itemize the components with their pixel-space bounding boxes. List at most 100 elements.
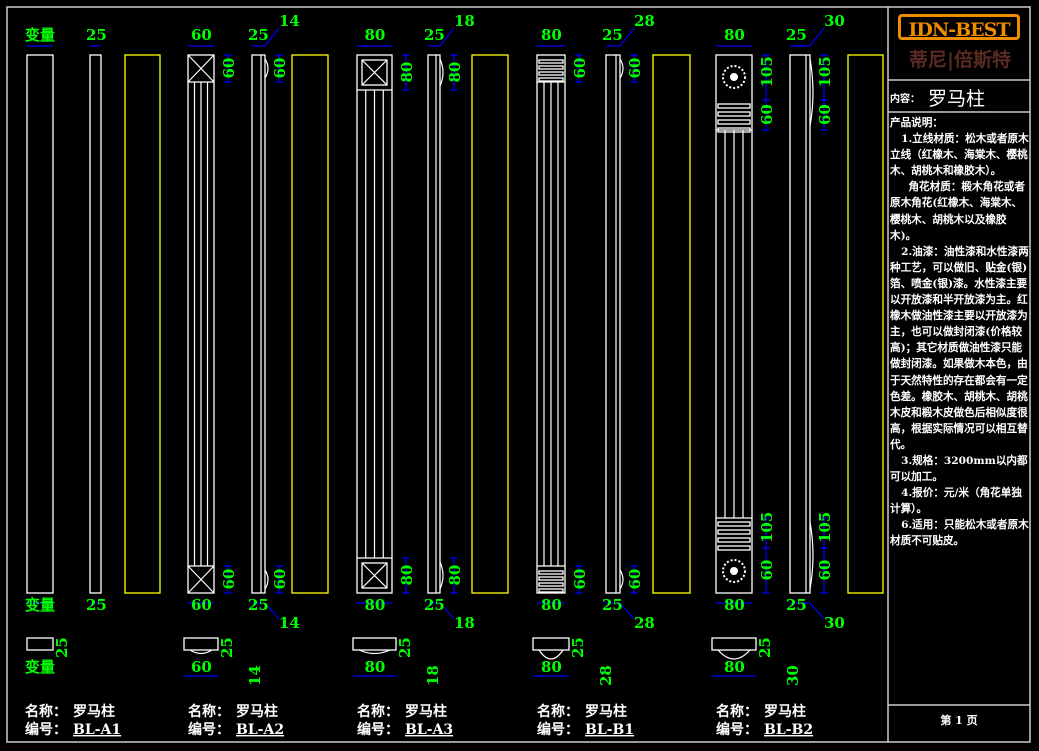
brand-logo: IDN-BEST xyxy=(898,14,1020,41)
front-elevation xyxy=(187,54,215,594)
width-dimension: 变量 xyxy=(25,596,55,614)
band-molding xyxy=(538,71,564,76)
column-bl-a3[interactable] xyxy=(352,27,509,677)
base-height-dimension: 60 xyxy=(626,569,644,590)
description-item: 3.规格：3200mm以内都可以加工。 xyxy=(890,454,1028,484)
content-row: 内容： 罗马柱 xyxy=(890,82,1028,112)
band-molding xyxy=(717,529,751,535)
name-label: 名称： xyxy=(537,703,579,720)
x-mark xyxy=(187,565,215,594)
description-item: 1.立线材质：松木或者原木立线（红橡木、海棠木、樱桃木、胡桃木和橡胶木）。 xyxy=(890,133,1029,178)
product-name: 罗马柱 xyxy=(764,703,806,720)
projection-dimension: 14 xyxy=(279,12,300,30)
leader-line xyxy=(809,602,825,620)
projection-dimension: 18 xyxy=(454,12,475,30)
rosette-icon xyxy=(722,559,746,583)
depth-dimension: 25 xyxy=(602,596,623,614)
leader-line xyxy=(264,27,280,47)
section-projection-dimension: 28 xyxy=(597,665,615,686)
side-elevation xyxy=(89,54,102,594)
band-molding xyxy=(538,570,564,575)
section-depth-dimension: 25 xyxy=(756,637,774,658)
width-dimension: 80 xyxy=(724,26,745,44)
product-name: 罗马柱 xyxy=(73,703,115,720)
x-mark xyxy=(187,54,215,83)
panel-elevation xyxy=(847,54,884,594)
band-molding xyxy=(717,537,751,543)
section-projection-dimension: 30 xyxy=(784,665,802,686)
section-profile xyxy=(532,637,570,651)
band-molding xyxy=(717,521,751,527)
cap-height-dimension: 80 xyxy=(446,62,464,83)
band-molding xyxy=(538,59,564,64)
width-dimension: 80 xyxy=(724,596,745,614)
base-height-dimension: 60 xyxy=(271,569,289,590)
x-mark xyxy=(361,562,388,589)
cap-height-dimension: 105 xyxy=(816,56,834,87)
name-label: 名称： xyxy=(357,703,399,720)
code-label: 编号： xyxy=(357,721,399,738)
column-bl-b2[interactable] xyxy=(711,27,884,677)
description-item: 6.适用：只能松木或者原木材质不可贴皮。 xyxy=(890,519,1029,548)
depth-dimension: 25 xyxy=(602,26,623,44)
section-profile-curve xyxy=(717,649,751,660)
side-profile xyxy=(809,58,814,127)
section-width-dimension: 80 xyxy=(724,658,745,676)
code-label: 编号： xyxy=(25,721,67,738)
base-height-dimension: 60 xyxy=(816,560,834,581)
side-profile xyxy=(619,58,624,79)
section-width-dimension: 80 xyxy=(541,658,562,676)
side-profile xyxy=(809,521,814,590)
product-name: 罗马柱 xyxy=(585,703,627,720)
cap-height-dimension: 60 xyxy=(758,104,776,125)
section-width-dimension: 80 xyxy=(365,658,386,676)
projection-dimension: 30 xyxy=(824,12,845,30)
product-code: BL-A3 xyxy=(405,722,453,738)
band-molding xyxy=(538,582,564,587)
projection-dimension: 14 xyxy=(279,614,300,632)
column-bl-a1[interactable] xyxy=(26,45,161,651)
base-height-dimension: 80 xyxy=(446,565,464,586)
projection-dimension: 30 xyxy=(824,614,845,632)
width-dimension: 80 xyxy=(365,26,386,44)
rosette-icon xyxy=(722,65,746,89)
band-molding xyxy=(717,111,751,117)
section-width-dimension: 变量 xyxy=(25,658,55,676)
band-molding xyxy=(717,103,751,109)
band-molding xyxy=(538,77,564,82)
width-dimension: 60 xyxy=(191,26,212,44)
leader-line xyxy=(264,602,280,620)
rosette-center xyxy=(730,567,738,575)
name-label: 名称： xyxy=(716,703,758,720)
leader-line xyxy=(619,602,635,620)
width-dimension: 80 xyxy=(541,596,562,614)
description-item: 2.油漆：油性漆和水性漆两种工艺，可以做旧、贴金(银)箔、喷金(银)漆。水性漆主… xyxy=(890,245,1029,451)
x-mark xyxy=(361,59,388,86)
band-molding xyxy=(538,65,564,70)
depth-dimension: 25 xyxy=(86,26,107,44)
section-profile-curve xyxy=(358,649,391,655)
panel-elevation xyxy=(652,54,691,594)
width-dimension: 80 xyxy=(365,596,386,614)
section-depth-dimension: 25 xyxy=(396,637,414,658)
section-profile-curve xyxy=(538,649,564,660)
band-molding xyxy=(717,127,751,133)
front-elevation xyxy=(715,54,753,594)
content-label: 内容： xyxy=(890,93,920,105)
panel-square xyxy=(361,562,388,589)
content-value: 罗马柱 xyxy=(928,87,986,110)
projection-dimension: 28 xyxy=(634,12,655,30)
column-bl-b1[interactable] xyxy=(532,27,691,677)
base-height-dimension: 60 xyxy=(758,560,776,581)
cap-height-dimension: 60 xyxy=(220,58,238,79)
cap-height-dimension: 105 xyxy=(758,56,776,87)
projection-dimension: 28 xyxy=(634,614,655,632)
depth-dimension: 25 xyxy=(786,596,807,614)
band-molding xyxy=(717,545,751,551)
side-profile xyxy=(264,58,269,79)
column-bl-a2[interactable] xyxy=(183,27,329,677)
section-width-dimension: 60 xyxy=(191,658,212,676)
base-height-dimension: 105 xyxy=(758,512,776,543)
page-number: 第 1 页 xyxy=(940,714,978,727)
